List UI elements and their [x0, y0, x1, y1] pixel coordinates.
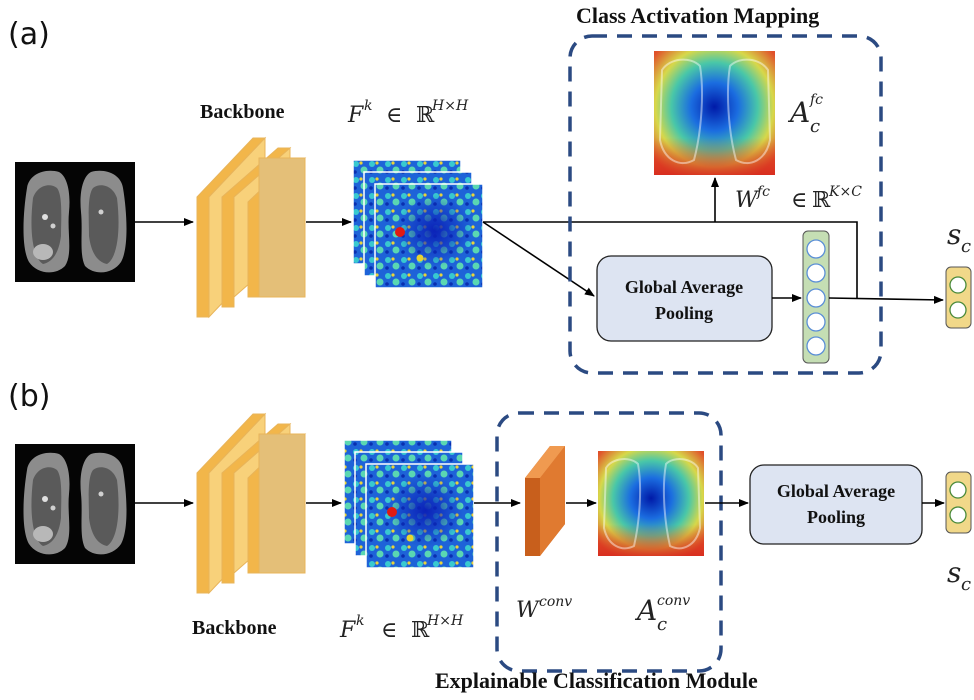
svg-text:c: c [961, 574, 971, 595]
svg-text:∈: ∈ [386, 103, 402, 128]
score-box-a [945, 266, 972, 329]
svg-text:∈: ∈ [791, 188, 807, 213]
backbone-block-b [196, 412, 307, 595]
ct-scan-image-b [15, 444, 135, 564]
feature-to-weight-line-a [483, 221, 858, 298]
svg-text:conv: conv [539, 594, 572, 610]
svg-text:c: c [657, 614, 667, 635]
svg-text:k: k [356, 613, 364, 629]
arrow-neurons-to-score-a [828, 295, 944, 304]
gap-box-b [749, 464, 923, 545]
cam-title: Class Activation Mapping [576, 3, 819, 28]
svg-text:W: W [735, 188, 760, 213]
gap-box-a [596, 255, 773, 342]
svg-text:H×H: H×H [426, 613, 464, 629]
svg-text:ℝ: ℝ [416, 103, 435, 128]
score-box-b [945, 471, 972, 534]
svg-text:H×H: H×H [431, 98, 469, 114]
panel-b: (b) Backbone [8, 379, 972, 693]
feature-maps-a [352, 159, 484, 289]
cam-heatmap-b [598, 451, 704, 556]
svg-text:fc: fc [756, 184, 770, 200]
arrow-features-to-gap-a [482, 221, 595, 297]
conv-layer-b [525, 446, 565, 556]
weight-label-a: W fc ∈ ℝ K×C [735, 184, 862, 213]
svg-text:F: F [339, 618, 356, 643]
svg-text:k: k [364, 98, 372, 114]
cam-title-backdrop [590, 0, 862, 30]
score-label-a: s c [947, 218, 971, 257]
svg-text:A: A [634, 594, 657, 627]
svg-text:ℝ: ℝ [411, 618, 430, 643]
module-title: Explainable Classification Module [435, 668, 758, 693]
score-label-b: s c [947, 556, 971, 595]
cam-dashed-box [568, 34, 883, 375]
gap-label-line2-b: Pooling [807, 507, 865, 527]
svg-text:A: A [787, 96, 810, 129]
svg-text:c: c [961, 236, 971, 257]
backbone-block-a [196, 136, 307, 319]
gap-label-line1-b: Global Average [777, 481, 895, 501]
panel-a: (a) Backbone F k ∈ [8, 0, 972, 375]
backbone-label-b: Backbone [192, 617, 277, 639]
svg-text:s: s [947, 218, 961, 251]
cam-map-label-a: A c fc [787, 92, 823, 137]
feature-maps-b [343, 439, 475, 569]
svg-text:K×C: K×C [828, 184, 862, 200]
cam-heatmap-a [654, 51, 775, 175]
neuron-column-a [802, 230, 830, 364]
panel-b-label: (b) [8, 379, 50, 414]
svg-text:ℝ: ℝ [812, 188, 831, 213]
module-dashed-box [495, 411, 723, 673]
svg-text:fc: fc [809, 92, 823, 108]
feature-map-label-a: F k ∈ ℝ H×H [347, 98, 469, 128]
svg-text:F: F [347, 103, 364, 128]
gap-label-line2-a: Pooling [655, 303, 713, 323]
panel-a-label: (a) [8, 17, 50, 52]
cam-map-label-b: A c conv [634, 593, 690, 635]
svg-text:c: c [810, 116, 820, 137]
svg-text:∈: ∈ [381, 618, 397, 643]
backbone-label-a: Backbone [200, 101, 285, 123]
svg-text:s: s [947, 556, 961, 589]
gap-label-line1-a: Global Average [625, 277, 743, 297]
svg-text:W: W [516, 598, 541, 623]
conv-weight-label-b: W conv [516, 594, 572, 623]
ct-scan-image-a [15, 162, 135, 282]
feature-map-label-b: F k ∈ ℝ H×H [339, 613, 464, 643]
svg-text:conv: conv [657, 593, 690, 609]
